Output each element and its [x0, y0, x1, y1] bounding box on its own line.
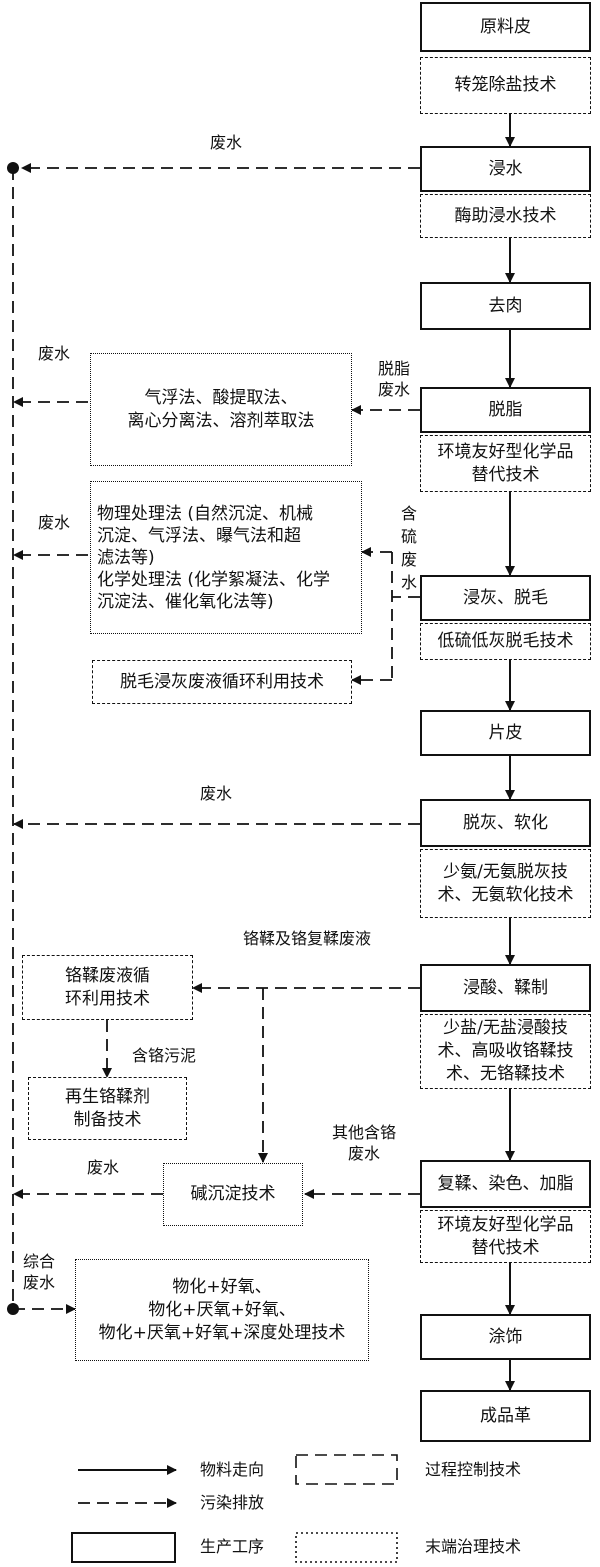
label-sulfide-1: 含 — [401, 504, 418, 523]
step-fleshing: 去肉 — [420, 282, 591, 330]
pollution-arrows — [12, 163, 420, 1314]
tech-chrome-regeneration: 再生铬鞣剂 制备技术 — [28, 1077, 187, 1140]
treatment-sulfide-wastewater: 物理处理法 (自然沉淀、机械 沉淀、气浮法、曝气法和超 滤法等) 化学处理法 (… — [90, 481, 362, 634]
label-chrome-sludge: 含铬污泥 — [132, 1046, 197, 1065]
label-sulfide-2: 硫 — [401, 527, 418, 546]
treatment-grease-recovery: 气浮法、酸提取法、 离心分离法、溶剂萃取法 — [90, 353, 352, 466]
label-wastewater-sulfide: 废水 — [38, 513, 71, 532]
label-wastewater-alkali: 废水 — [87, 1158, 120, 1177]
label-degreasing-wastewater: 脱脂 废水 — [378, 359, 411, 399]
legend-process-control: 过程控制技术 — [425, 1460, 522, 1479]
legend-dotted-box — [295, 1532, 398, 1563]
label-wastewater-deliming: 废水 — [200, 784, 233, 803]
tech-unhairing-liquor-recycle: 脱毛浸灰废液循环利用技术 — [92, 660, 352, 704]
step-degreasing: 脱脂 — [420, 387, 591, 433]
tech-eco-chemicals-2: 环境友好型化学品 替代技术 — [420, 1210, 591, 1263]
legend-material-flow: 物料走向 — [200, 1460, 265, 1479]
label-chrome-waste-liquor: 铬鞣及铬复鞣废液 — [243, 929, 372, 948]
treatment-alkali-precipitation: 碱沉淀技术 — [163, 1163, 303, 1226]
tech-low-ammonia-deliming: 少氨/无氨脱灰技 术、无氨软化技术 — [420, 849, 591, 918]
step-pickling-tanning: 浸酸、鞣制 — [420, 964, 591, 1012]
legend-pollution-discharge: 污染排放 — [200, 1493, 265, 1512]
label-combined-wastewater: 综合 废水 — [23, 1252, 56, 1292]
tech-drum-desalting: 转笼除盐技术 — [420, 57, 591, 114]
step-finished-leather: 成品革 — [420, 1390, 591, 1442]
label-other-chrome-wastewater: 其他含铬 废水 — [332, 1123, 397, 1163]
legend-production-process: 生产工序 — [200, 1537, 265, 1556]
step-finishing: 涂饰 — [420, 1314, 591, 1360]
label-sulfide-4: 水 — [401, 573, 418, 592]
legend-solid-box — [71, 1532, 176, 1563]
label-wastewater-soaking: 废水 — [210, 133, 243, 152]
junction-dot-top — [7, 162, 19, 174]
legend-dashed-box — [295, 1454, 398, 1485]
tech-enzyme-soaking: 酶助浸水技术 — [420, 194, 591, 238]
label-wastewater-grease: 废水 — [38, 344, 71, 363]
tech-eco-chemicals-1: 环境友好型化学品 替代技术 — [420, 435, 591, 492]
tech-low-sulfide-unhairing: 低硫低灰脱毛技术 — [420, 623, 591, 660]
legend-end-treatment: 末端治理技术 — [425, 1537, 522, 1556]
tech-chrome-liquor-recycle: 铬鞣废液循 环利用技术 — [22, 955, 193, 1020]
junction-dot-bottom — [7, 1303, 19, 1315]
step-soaking: 浸水 — [420, 146, 591, 192]
treatment-combined: 物化+好氧、 物化+厌氧+好氧、 物化+厌氧+好氧+深度处理技术 — [75, 1259, 369, 1361]
step-deliming-bating: 脱灰、软化 — [420, 799, 591, 847]
step-raw-hide: 原料皮 — [420, 2, 591, 52]
tech-low-salt-pickling: 少盐/无盐浸酸技 术、高吸收铬鞣技 术、无铬鞣技术 — [420, 1014, 591, 1089]
step-retanning: 复鞣、染色、加脂 — [420, 1160, 591, 1208]
step-pelt: 片皮 — [420, 710, 591, 756]
step-liming-unhairing: 浸灰、脱毛 — [420, 575, 591, 621]
legend-symbols — [71, 1454, 398, 1563]
label-sulfide-3: 废 — [401, 550, 418, 569]
